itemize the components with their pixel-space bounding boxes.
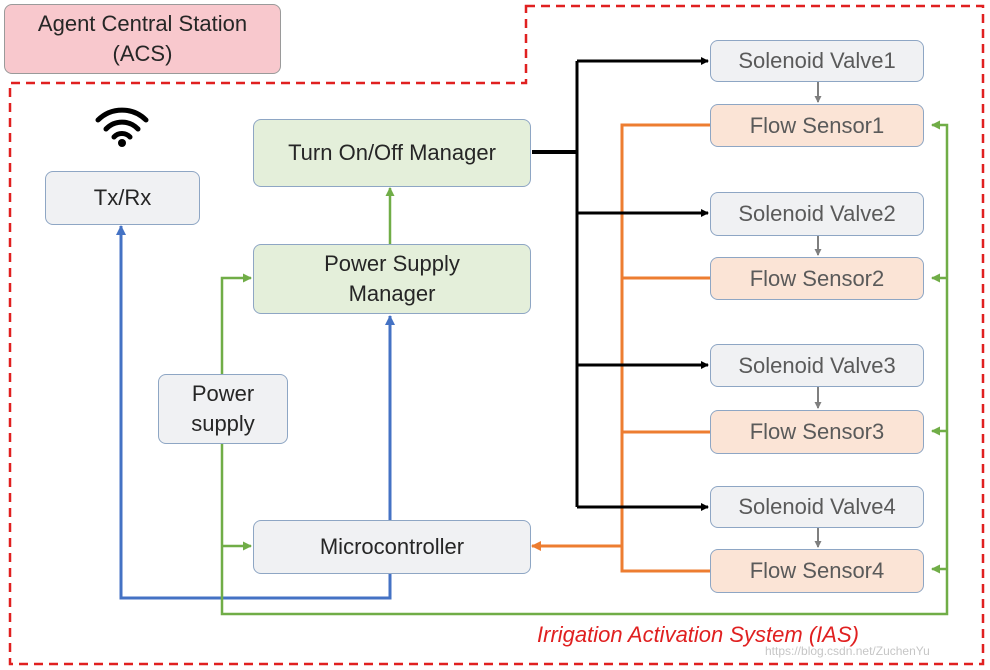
txrx-label: Tx/Rx	[93, 185, 152, 211]
wifi-icon	[95, 107, 149, 140]
sensor-label: Flow Sensor4	[749, 558, 885, 584]
power-supply-label: Power supply	[191, 381, 255, 436]
watermark-text: https://blog.csdn.net/ZuchenYu	[765, 644, 930, 658]
flow-sensor-4: Flow Sensor4	[710, 549, 924, 593]
flow-sensor-2: Flow Sensor2	[710, 257, 924, 300]
txrx-box: Tx/Rx	[45, 171, 200, 225]
ias-caption: Irrigation Activation System (IAS)	[537, 622, 859, 647]
valve-label: Solenoid Valve4	[738, 494, 896, 520]
power-supply-box: Power supply	[158, 374, 288, 444]
solenoid-valve-4: Solenoid Valve4	[710, 486, 924, 528]
turn-manager-label: Turn On/Off Manager	[288, 140, 496, 166]
valve-label: Solenoid Valve1	[738, 48, 896, 74]
sensor-label: Flow Sensor3	[749, 419, 885, 445]
flow-sensor-1: Flow Sensor1	[710, 104, 924, 147]
ias-boundary	[8, 4, 985, 666]
solenoid-valve-1: Solenoid Valve1	[710, 40, 924, 82]
power-loop-line	[220, 120, 949, 616]
flow-sensor-3: Flow Sensor3	[710, 410, 924, 454]
sensor-label: Flow Sensor2	[749, 265, 885, 291]
power-manager-box: Power Supply Manager	[253, 244, 531, 314]
acs-label: Agent Central Station (ACS)	[37, 11, 248, 66]
solenoid-valve-2: Solenoid Valve2	[710, 192, 924, 236]
turn-manager-box: Turn On/Off Manager	[253, 119, 531, 187]
acs-box: Agent Central Station (ACS)	[4, 4, 281, 74]
solenoid-valve-3: Solenoid Valve3	[710, 344, 924, 387]
valve-label: Solenoid Valve3	[738, 352, 896, 378]
sensor-label: Flow Sensor1	[749, 112, 885, 138]
valve-label: Solenoid Valve2	[738, 201, 896, 227]
power-manager-label: Power Supply Manager	[324, 251, 460, 306]
power-to-manager-line	[220, 273, 252, 374]
sensor-bus-line	[620, 123, 710, 573]
microcontroller-label: Microcontroller	[319, 534, 465, 560]
microcontroller-box: Microcontroller	[253, 520, 531, 574]
